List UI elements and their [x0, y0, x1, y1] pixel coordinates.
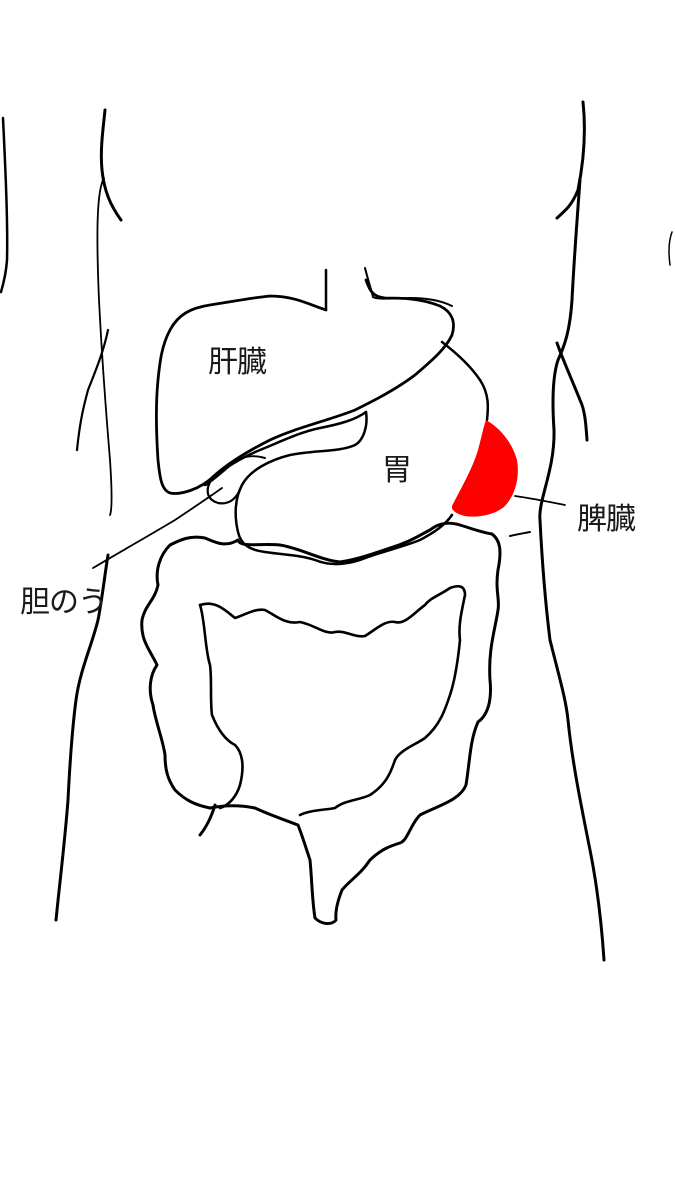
gallbladder-pointer-line [92, 487, 223, 569]
stomach-lower-edge [206, 480, 242, 505]
duodenum-line [205, 455, 266, 486]
colon-inner [198, 584, 467, 817]
appendix [198, 803, 217, 837]
gallbladder-label: 胆のう [20, 585, 108, 620]
stomach-body [234, 410, 454, 566]
spleen-highlight[interactable] [451, 420, 518, 517]
stomach-label: 胃 [382, 453, 412, 488]
liver-label: 肝臓 [208, 345, 267, 380]
spleen-label: 脾臓 [577, 502, 636, 537]
spleen-pointer-line [514, 495, 566, 506]
stomach-outline [440, 340, 490, 422]
colon-outer [140, 521, 502, 925]
colon-tick [509, 531, 531, 537]
body-outline-right [538, 100, 673, 962]
body-outline-left [0, 108, 123, 922]
ascending-colon-inner [198, 603, 244, 810]
